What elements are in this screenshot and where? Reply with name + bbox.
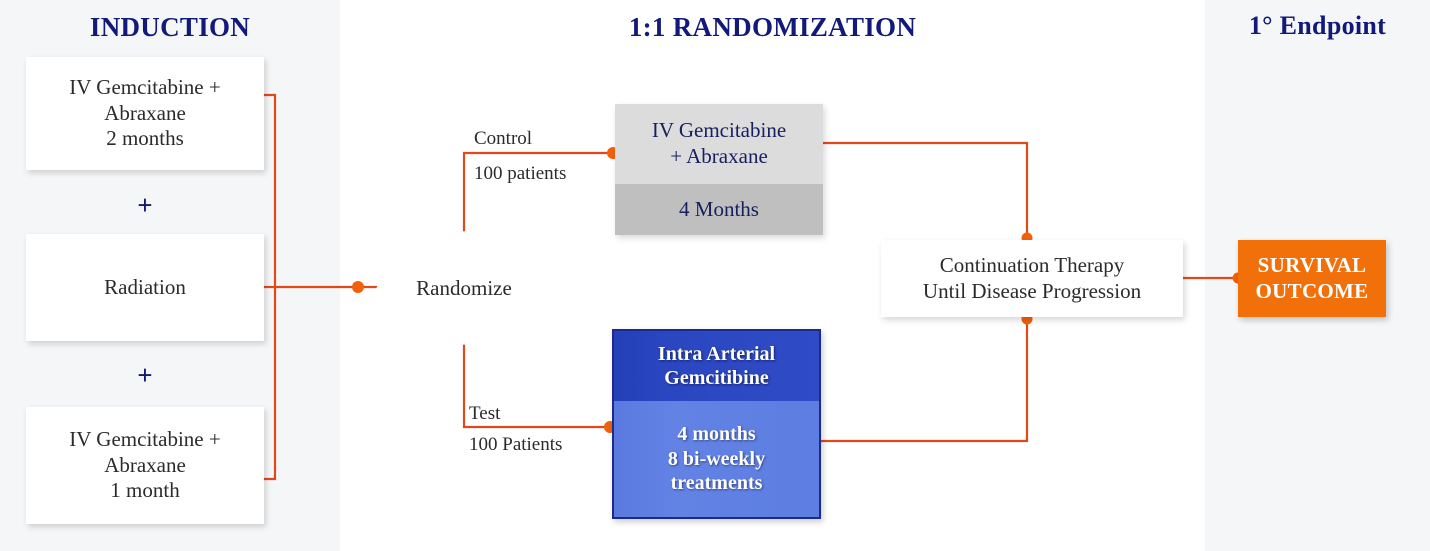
randomize-decision-node[interactable]: Randomize bbox=[376, 231, 552, 345]
induction-column-title: INDUCTION bbox=[89, 12, 251, 42]
control-branch-patient-count: 100 patients bbox=[474, 163, 567, 184]
test-arm-treatment: Intra Arterial Gemcitibine bbox=[614, 331, 819, 401]
induction-box-2-line1: Radiation bbox=[104, 274, 186, 299]
randomization-column-title: 1:1 RANDOMIZATION bbox=[628, 12, 917, 42]
control-branch-label: Control bbox=[474, 128, 533, 149]
induction-plus-separator-1: + bbox=[137, 190, 153, 220]
control-arm-box[interactable]: IV Gemcitabine + Abraxane 4 Months bbox=[615, 104, 823, 235]
survival-outcome-line2: OUTCOME bbox=[1255, 278, 1369, 303]
induction-box-2[interactable]: Radiation bbox=[26, 234, 264, 341]
continuation-therapy-line2: Until Disease Progression bbox=[922, 278, 1142, 303]
test-branch-label: Test bbox=[469, 403, 501, 424]
control-arm-treatment-line1: IV Gemcitabine bbox=[651, 118, 787, 143]
induction-box-3[interactable]: IV Gemcitabine + Abraxane 1 month bbox=[26, 407, 264, 524]
continuation-therapy-line1: Continuation Therapy bbox=[939, 252, 1125, 277]
test-arm-schedule-line1: 4 months bbox=[677, 423, 756, 446]
induction-box-1-line3: 2 months bbox=[106, 126, 184, 151]
survival-outcome-line1: SURVIVAL bbox=[1257, 252, 1367, 277]
survival-outcome-box[interactable]: SURVIVAL OUTCOME bbox=[1238, 240, 1386, 317]
induction-box-3-line3: 1 month bbox=[110, 478, 180, 503]
induction-box-1[interactable]: IV Gemcitabine + Abraxane 2 months bbox=[26, 57, 264, 170]
induction-plus-separator-2: + bbox=[137, 360, 153, 390]
control-arm-treatment: IV Gemcitabine + Abraxane bbox=[615, 104, 823, 184]
test-arm-box[interactable]: Intra Arterial Gemcitibine 4 months 8 bi… bbox=[612, 329, 821, 519]
test-arm-treatment-line2: Gemcitibine bbox=[664, 367, 769, 389]
induction-box-3-line1: IV Gemcitabine + bbox=[69, 427, 221, 452]
control-arm-treatment-line2: + Abraxane bbox=[670, 144, 768, 168]
endpoint-column-title: 1° Endpoint bbox=[1248, 11, 1387, 40]
induction-box-1-line1: IV Gemcitabine + bbox=[69, 75, 221, 100]
test-arm-schedule: 4 months 8 bi-weekly treatments bbox=[614, 401, 819, 517]
test-branch-patient-count: 100 Patients bbox=[469, 434, 563, 455]
randomize-label: Randomize bbox=[416, 275, 512, 300]
test-arm-treatment-line1: Intra Arterial bbox=[657, 343, 776, 365]
continuation-therapy-box[interactable]: Continuation Therapy Until Disease Progr… bbox=[881, 240, 1183, 317]
test-arm-schedule-line2: 8 bi-weekly bbox=[667, 447, 766, 470]
control-arm-duration: 4 Months bbox=[615, 184, 823, 235]
induction-box-1-line2: Abraxane bbox=[104, 100, 186, 125]
test-arm-schedule-line3: treatments bbox=[670, 472, 763, 495]
induction-box-3-line2: Abraxane bbox=[104, 452, 186, 477]
